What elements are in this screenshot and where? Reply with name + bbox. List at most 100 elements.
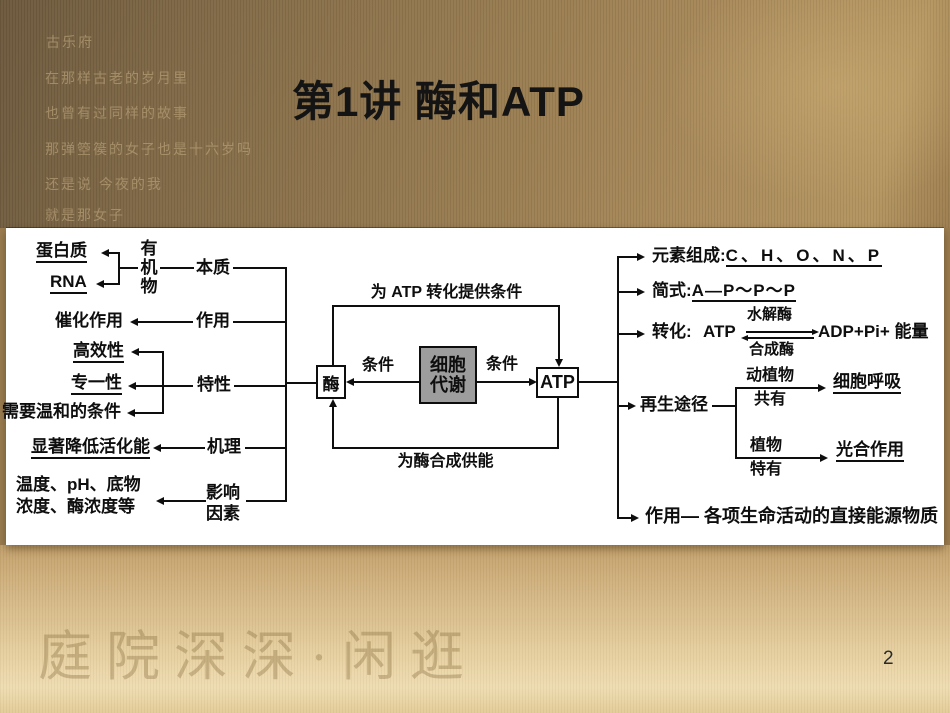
arrowhead [812, 329, 819, 335]
connector-line [735, 457, 822, 459]
connector-line [159, 447, 205, 449]
bg-poem-line: 那弹箜篌的女子也是十六岁吗 [45, 141, 253, 157]
label-synthetase: 合成酶 [749, 341, 795, 358]
atp-box: ATP [536, 367, 579, 398]
value-conversion-substrate: ATP [703, 322, 736, 341]
connector-line [245, 447, 286, 449]
connector-line [735, 387, 820, 389]
label-condition-left: 条件 [362, 357, 395, 374]
connector-line [579, 381, 618, 383]
connector-line [617, 405, 630, 407]
arrowhead [153, 444, 161, 452]
value-conversion-products: ADP+Pi+ 能量 [818, 322, 929, 341]
label-cellular-respiration: 细胞呼吸 [833, 372, 901, 394]
bg-poem-line: 在那样古老的岁月里 [45, 70, 189, 86]
label-nature: 本质 [196, 258, 230, 277]
label-bottom-loop: 为酶合成供能 [397, 453, 494, 470]
role-row: 作用— 各项生命活动的直接能源物质 [645, 506, 938, 526]
connector-line [617, 291, 640, 293]
top-band-background [0, 0, 950, 228]
connector-line [332, 447, 559, 449]
arrowhead [127, 409, 135, 417]
elements-row: 元素组成:C、H、O、N、P [652, 246, 883, 267]
connector-line [162, 500, 206, 502]
connector-line [712, 405, 736, 407]
arrowhead [818, 384, 826, 392]
label-formula: 简式: [652, 281, 692, 300]
arrowhead [631, 514, 639, 522]
label-organic-compound: 有机物 [140, 239, 158, 296]
bg-poem-line: 还是说 今夜的我 [45, 176, 163, 192]
metabolism-box-label: 细胞代谢 [430, 355, 466, 395]
arrowhead [156, 497, 164, 505]
label-top-loop: 为 ATP 转化提供条件 [370, 284, 523, 301]
connector-line [107, 252, 119, 254]
equilibrium-arrow-reverse [746, 337, 814, 339]
enzyme-box-label: 酶 [322, 374, 340, 394]
arrowhead [329, 399, 337, 407]
arrowhead [628, 402, 636, 410]
connector-line [332, 406, 334, 447]
arrowhead [555, 359, 563, 367]
label-protein: 蛋白质 [36, 241, 87, 263]
label-lower-activation-energy: 显著降低活化能 [31, 437, 150, 459]
connector-line [246, 500, 286, 502]
connector-line [285, 267, 287, 502]
connector-line [617, 333, 640, 335]
label-high-efficiency: 高效性 [73, 341, 124, 363]
label-conversion: 转化: [652, 322, 692, 341]
connector-line [233, 267, 286, 269]
connector-line [557, 398, 559, 447]
arrowhead [346, 378, 354, 386]
connector-line [233, 321, 286, 323]
connector-line [617, 256, 640, 258]
connector-line [617, 517, 634, 519]
page-number: 2 [883, 648, 894, 669]
connector-line [133, 412, 163, 414]
arrowhead [637, 288, 645, 296]
arrowhead [529, 378, 537, 386]
slide-title: 第1讲 酶和ATP [292, 78, 585, 125]
value-formula: A—P～P～P [691, 281, 796, 302]
label-shared-by-animals-plants: 动植物共有 [745, 367, 794, 408]
role-connector: — [681, 506, 699, 526]
label-rna: RNA [50, 272, 87, 294]
connector-line [285, 382, 316, 384]
label-elements: 元素组成: [652, 246, 726, 265]
arrowhead [131, 348, 139, 356]
connector-line [136, 321, 193, 323]
connector-line [162, 351, 164, 414]
bg-poem-line: 也曾有过同样的故事 [45, 105, 189, 121]
arrowhead [637, 253, 645, 261]
connector-line [617, 256, 619, 518]
enzyme-box: 酶 [316, 365, 346, 399]
footer-calligraphy: 庭院深深·闲逛 [38, 627, 478, 687]
label-influence-factors-value: 温度、pH、底物浓度、酶浓度等 [16, 475, 141, 516]
label-specificity: 专一性 [71, 373, 122, 395]
connector-line [134, 385, 193, 387]
bg-poem-line: 古乐府 [46, 34, 94, 50]
arrowhead [101, 249, 109, 257]
metabolism-box: 细胞代谢 [419, 346, 477, 404]
label-hydrolase: 水解酶 [747, 306, 793, 323]
connector-line [234, 385, 286, 387]
arrowhead [130, 318, 138, 326]
label-role: 作用 [645, 506, 681, 526]
arrowhead [820, 454, 828, 462]
bg-poem-line: 就是那女子 [45, 207, 125, 223]
label-influence-factors: 影响因素 [206, 483, 240, 523]
connector-line [354, 381, 419, 383]
connector-line [137, 351, 163, 353]
value-elements: C、H、O、N、P [725, 246, 883, 267]
connector-line [735, 387, 737, 458]
atp-box-label: ATP [540, 372, 575, 392]
connector-line [332, 305, 560, 307]
formula-row: 简式:A—P～P～P [652, 281, 796, 302]
connector-line [118, 267, 138, 269]
equilibrium-arrow-forward [746, 331, 814, 333]
label-function: 作用 [196, 311, 230, 330]
value-role: 各项生命活动的直接能源物质 [704, 506, 939, 526]
arrowhead [96, 280, 104, 288]
connector-line [160, 267, 194, 269]
